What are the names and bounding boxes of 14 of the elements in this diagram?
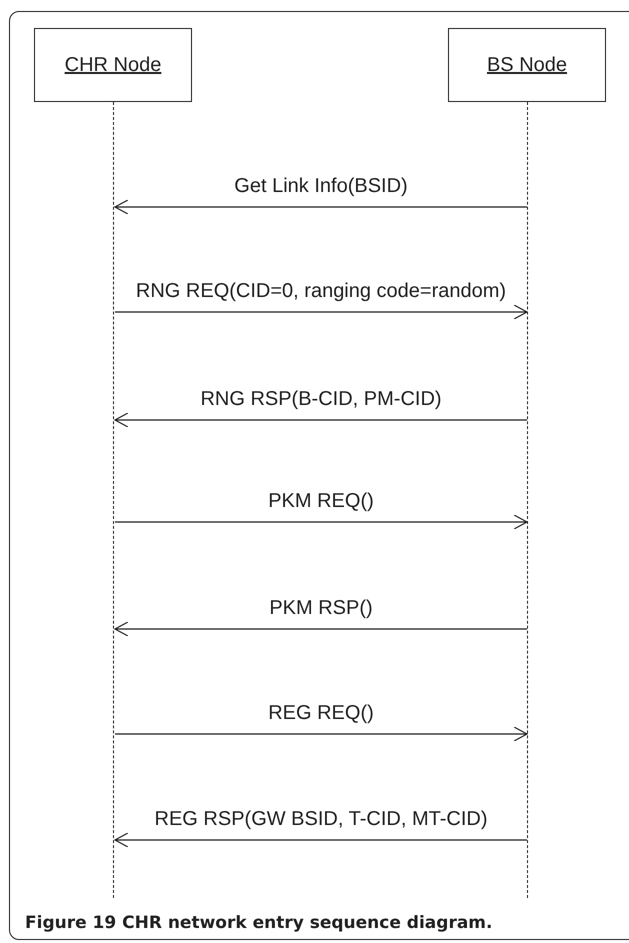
participant-name: CHR Node xyxy=(64,54,162,76)
message-arrow xyxy=(115,514,528,530)
message-arrow xyxy=(114,621,527,637)
message-arrow xyxy=(114,832,527,848)
message-arrow xyxy=(115,726,528,742)
lifeline xyxy=(113,102,115,898)
message-arrow xyxy=(115,304,528,320)
message-arrow xyxy=(114,412,527,428)
participant-box xyxy=(448,28,606,102)
participant-name: BS Node xyxy=(486,54,568,76)
participant-box xyxy=(34,28,192,102)
lifeline xyxy=(527,102,529,898)
message-arrow xyxy=(114,199,527,215)
figure-caption: Figure 19 CHR network entry sequence diagram. xyxy=(25,913,492,933)
